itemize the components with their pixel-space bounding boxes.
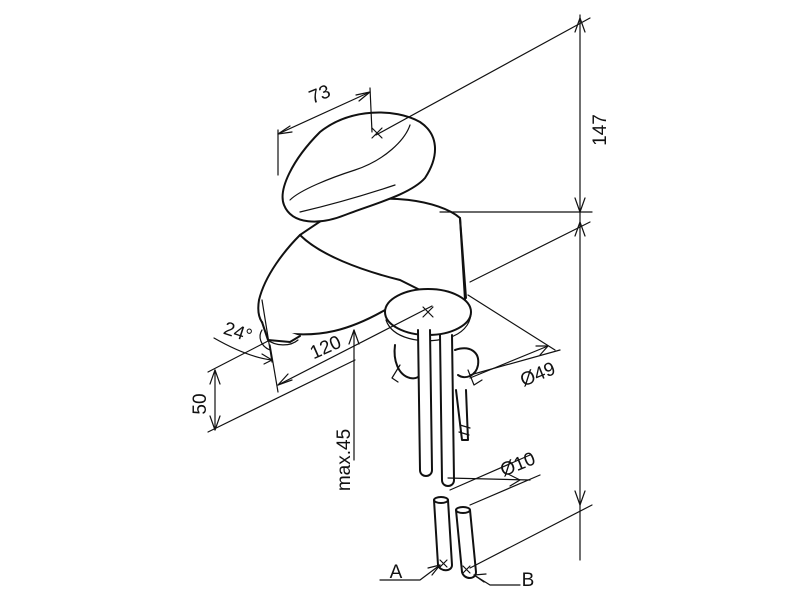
hose-a xyxy=(433,499,453,572)
dim-hose-diameter: Ø10 xyxy=(497,448,538,481)
hose-upper-b xyxy=(439,334,455,487)
connection-label-b: B xyxy=(522,570,535,591)
dimension-lines xyxy=(207,14,593,586)
base-center-mark xyxy=(422,306,434,318)
dim-spout-reach: 120 xyxy=(307,332,345,364)
dim-spout-angle: 24° xyxy=(221,318,255,347)
dim-total-height: 147 xyxy=(590,114,611,146)
lever-center-mark xyxy=(371,127,383,139)
dim-lever-width: 73 xyxy=(306,81,333,108)
threaded-rod xyxy=(455,389,469,441)
dim-max-deck-thickness: max.45 xyxy=(334,429,355,491)
faucet-outline xyxy=(257,111,472,351)
fixing-assembly xyxy=(391,329,483,579)
spout-mouth xyxy=(261,321,301,343)
hose-upper-a xyxy=(417,329,433,477)
dim-base-diameter: Ø49 xyxy=(517,358,558,391)
connection-label-a: A xyxy=(390,562,403,583)
hose-b xyxy=(455,509,477,579)
lever-handle xyxy=(281,111,437,223)
dim-spout-height: 50 xyxy=(190,393,211,414)
